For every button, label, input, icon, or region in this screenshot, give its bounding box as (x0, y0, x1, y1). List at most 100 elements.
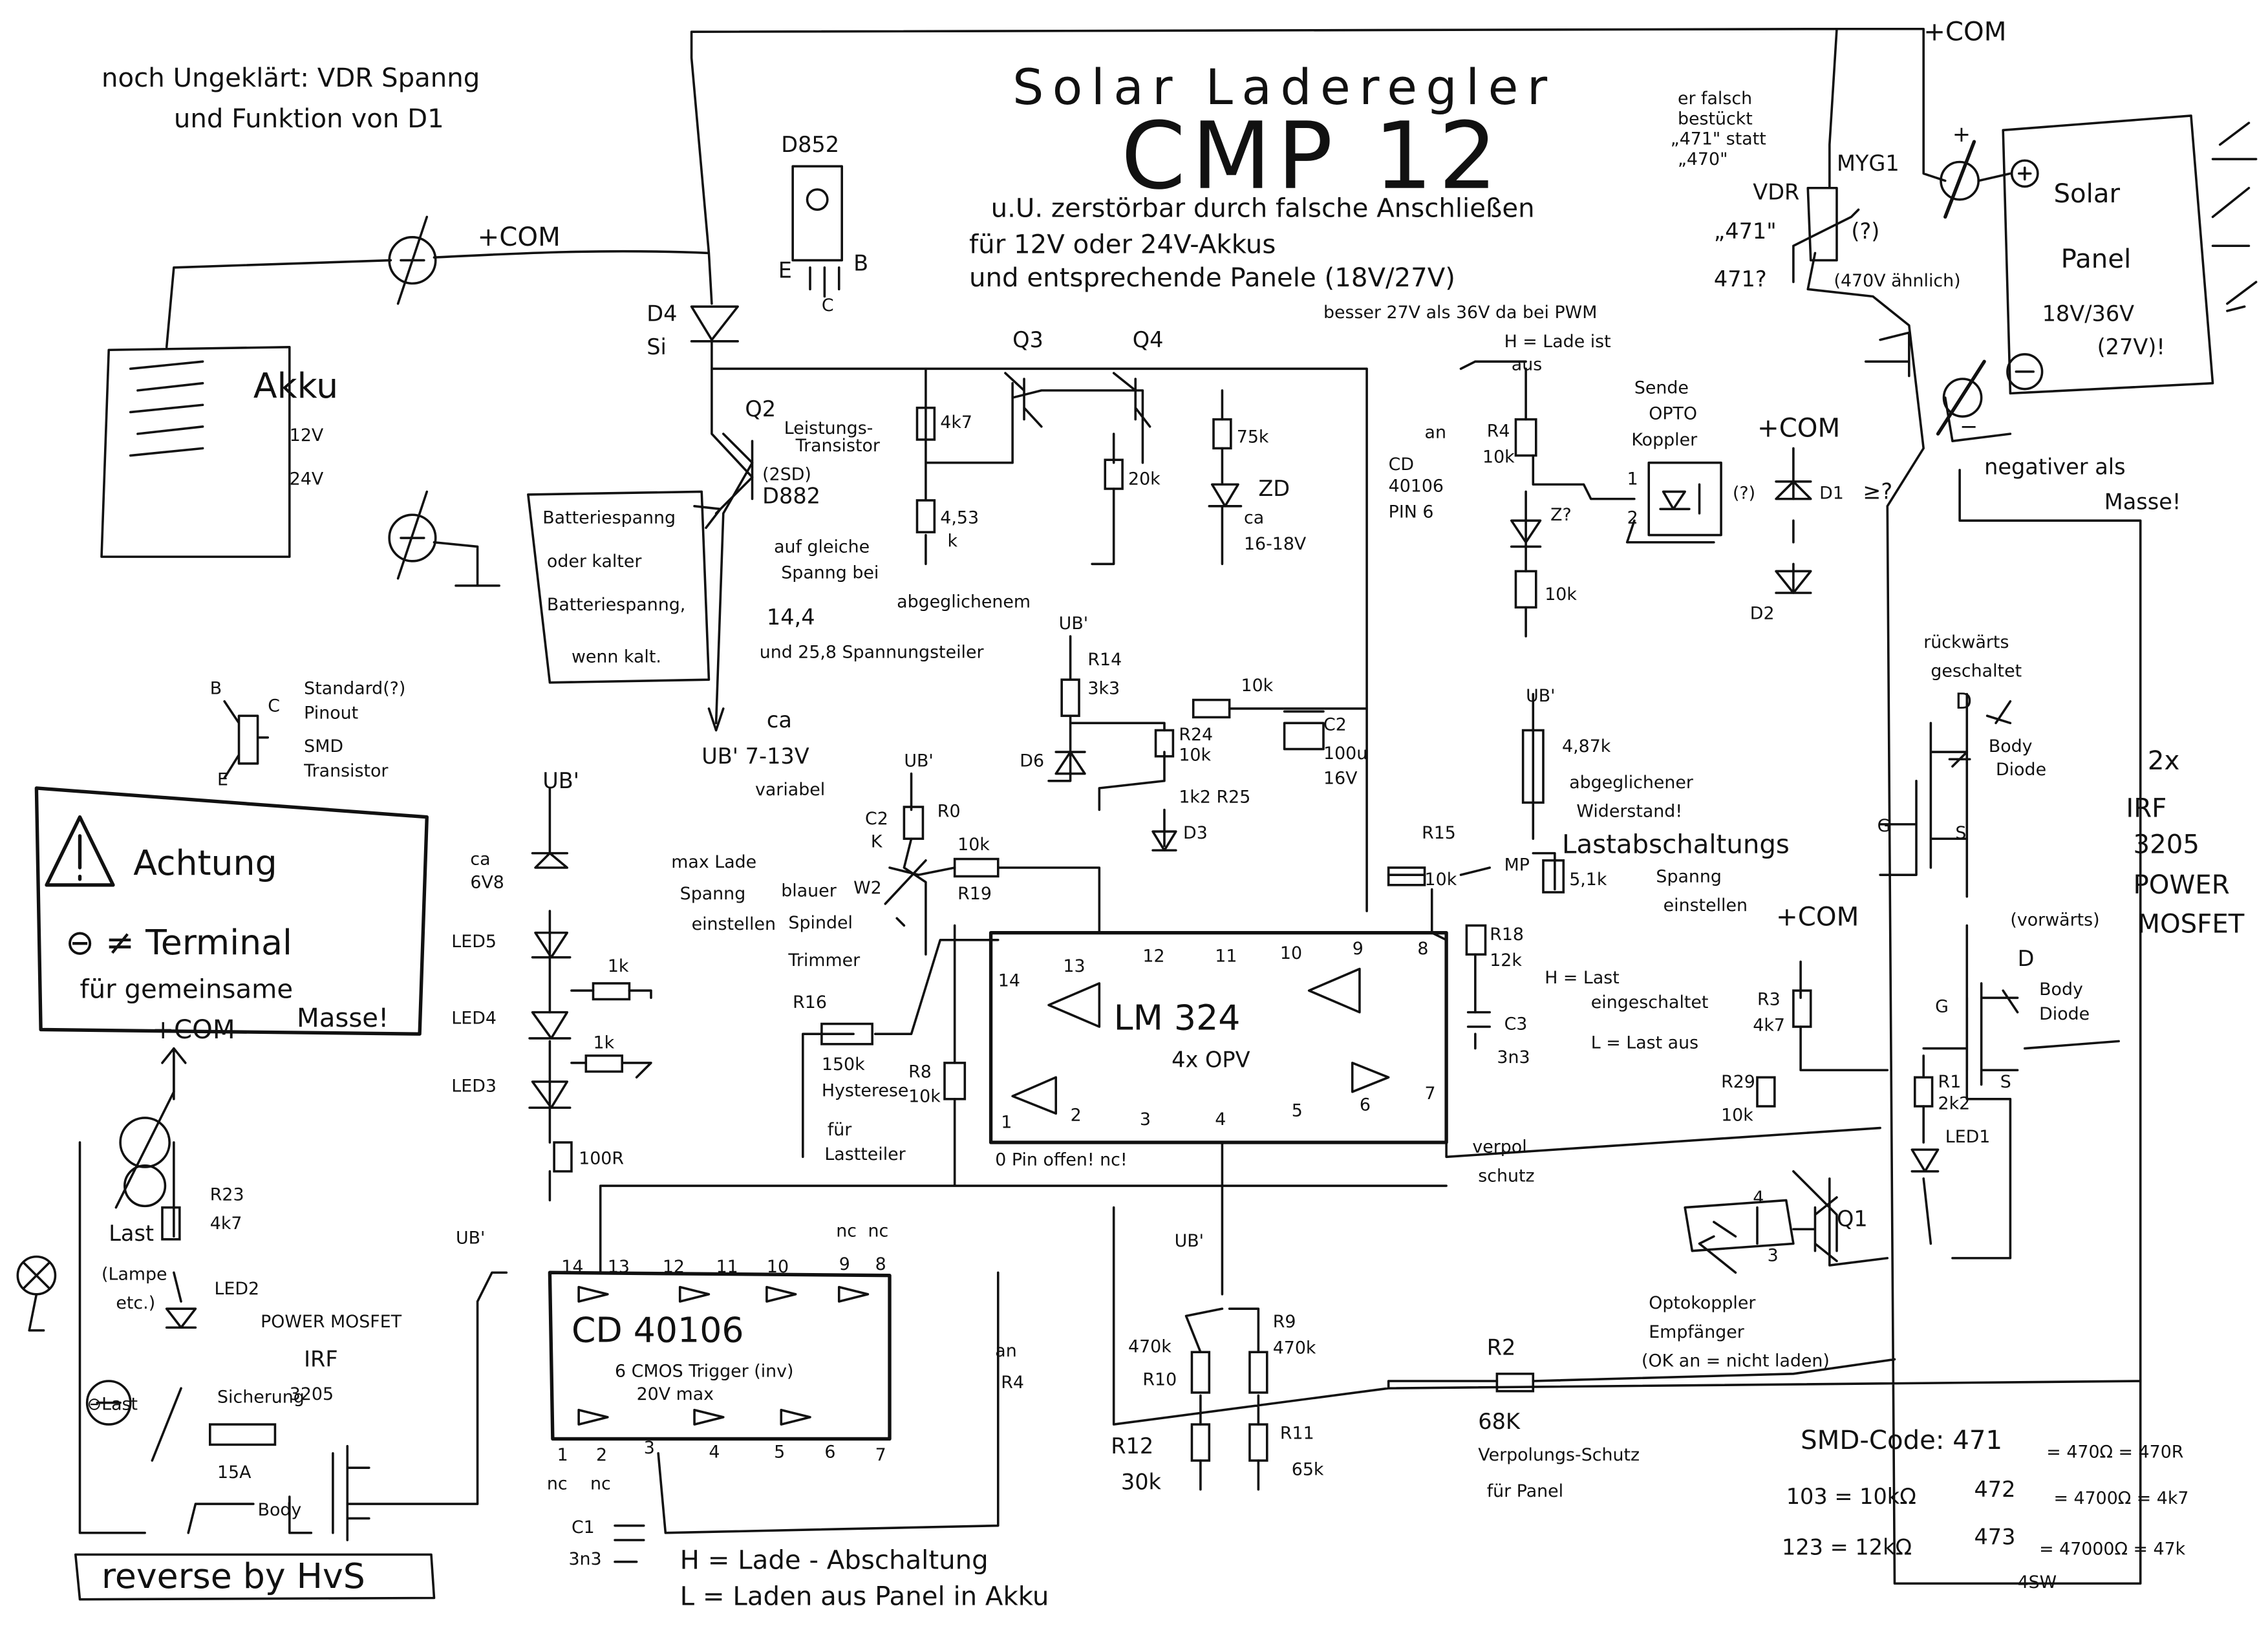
note: er falsch (1678, 89, 1752, 109)
pin: 7 (875, 1445, 886, 1465)
label: R14 (1087, 650, 1122, 670)
label: 1k2 R25 (1179, 787, 1250, 807)
label: R23 (210, 1184, 244, 1205)
note: Lastabschaltungs (1562, 830, 1790, 860)
warning-text: Masse! (297, 1003, 389, 1033)
label: 10k (957, 835, 990, 855)
note: PIN 6 (1389, 502, 1434, 522)
pin: 9 (1353, 939, 1364, 959)
label: R2 (1487, 1335, 1516, 1360)
note: an (1425, 423, 1446, 443)
label: D6 (1020, 751, 1044, 771)
note: geschaltet (1931, 661, 2022, 681)
label: Q4 (1133, 327, 1164, 352)
label: R3 (1757, 989, 1781, 1009)
note: 2x (2148, 746, 2179, 776)
label: Sicherung (217, 1388, 305, 1408)
pin: 6 (1360, 1095, 1371, 1115)
arrows (161, 505, 2012, 1093)
label: nc (836, 1221, 857, 1241)
pin: 8 (1417, 939, 1428, 959)
label: R16 (793, 992, 827, 1012)
note: Koppler (1631, 430, 1698, 450)
note: H = Lade - Abschaltung (680, 1546, 989, 1576)
note: schutz (1478, 1166, 1534, 1186)
label: R12 (1111, 1433, 1153, 1459)
label: R19 (957, 884, 992, 904)
label: UB' (456, 1228, 485, 1248)
capacitors (614, 710, 1492, 1563)
note: Sende (1634, 378, 1689, 398)
ic-label: 6 CMOS Trigger (inv) (615, 1361, 793, 1381)
fuse-plus-panel (1940, 140, 1980, 219)
label: etc.) (116, 1293, 155, 1313)
label: C3 (1504, 1014, 1528, 1034)
bottom-labels: UB' CD 40106 6 CMOS Trigger (inv) 20V ma… (456, 1221, 1640, 1611)
note: Spanng (680, 884, 746, 904)
label: 3205 (290, 1384, 334, 1404)
label: Leistungs- (784, 418, 873, 438)
smd-code: = 4700Ω = 4k7 (2053, 1488, 2188, 1508)
label: Si (647, 334, 667, 359)
center-labels: UB' R14 3k3 D6 R24 10k 1k2 R25 D3 10k C2… (671, 614, 1790, 1186)
transistor-q4 (1112, 372, 1151, 428)
note: (OK an = nicht laden) (1642, 1351, 1830, 1371)
label: (27V)! (2097, 334, 2165, 359)
note: für (828, 1120, 852, 1140)
pin: 10 (1280, 943, 1302, 963)
author-signature: reverse by HvS (102, 1556, 365, 1596)
note: Batteriespanng (542, 508, 676, 528)
akku-battery (100, 346, 291, 558)
note-unclear: noch Ungeklärt: VDR Spanng (102, 63, 480, 93)
smd-code: 472 (1974, 1477, 2015, 1502)
label: C (822, 295, 834, 316)
inverters (577, 1285, 870, 1426)
optocoupler-send (1647, 461, 1722, 537)
label: (2SD) (762, 465, 811, 485)
label: 10k (1545, 584, 1577, 605)
label: ZD (1258, 476, 1290, 501)
note: L = Laden aus Panel in Akku (680, 1582, 1049, 1612)
label: 150k (822, 1055, 865, 1075)
note: Spanng bei (781, 563, 879, 583)
pin: 9 (839, 1254, 850, 1274)
label: 6V8 (470, 872, 504, 892)
label: Transistor (795, 436, 881, 456)
pin: 12 (663, 1257, 685, 1277)
label: Solar (2053, 179, 2120, 209)
label: (Lampe (102, 1264, 167, 1284)
note: Widerstand! (1576, 802, 1682, 822)
pin: 4 (1753, 1188, 1764, 1208)
label: B (210, 679, 222, 699)
smd-code: = 470Ω = 470R (2046, 1442, 2183, 1462)
note: H = Last (1545, 968, 1620, 988)
label: VDR (1753, 180, 1799, 205)
load-lamp (16, 1255, 57, 1332)
note: für Panel (1487, 1481, 1563, 1501)
smd-code: 473 (1974, 1525, 2015, 1550)
note: „470" (1678, 149, 1728, 169)
opamps (1011, 967, 1390, 1115)
label: Diode (2039, 1004, 2090, 1024)
label: C1 (572, 1517, 595, 1538)
note: Lastteiler (824, 1144, 906, 1164)
note: OPTO (1649, 404, 1697, 424)
label: 24V (290, 469, 324, 489)
smd-code: 103 = 10kΩ (1786, 1484, 1916, 1509)
label: 75k (1237, 427, 1269, 447)
label: Diode (1996, 760, 2046, 780)
note: für 12V oder 24V-Akkus (969, 230, 1276, 259)
pin: 14 (561, 1257, 583, 1277)
ic-label: 20V max (637, 1384, 714, 1404)
fuse-minus-panel (1936, 359, 1986, 436)
label: LED1 (1945, 1127, 1991, 1147)
note: wenn kalt. (572, 647, 661, 667)
label: 470k (1273, 1338, 1316, 1358)
pin: 7 (1425, 1084, 1436, 1104)
label: D (1955, 689, 1972, 714)
smd-code: = 47000Ω = 47k (2039, 1539, 2186, 1559)
label: 16-18V (1244, 534, 1307, 554)
pin: 5 (774, 1442, 785, 1462)
warning-text: ⊖ ≠ Terminal (65, 922, 292, 963)
